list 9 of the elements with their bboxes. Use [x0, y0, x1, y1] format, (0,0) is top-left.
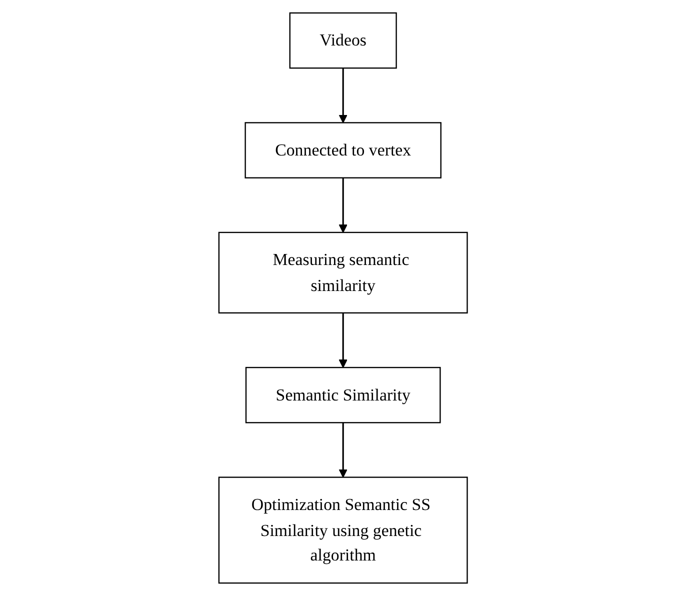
node-box: Optimization Semantic SS Similarity using genetic algorithm	[218, 476, 468, 584]
node-box: Measuring semantic similarity	[218, 232, 468, 314]
node-box: Semantic Similarity	[245, 366, 441, 424]
node-box: Videos	[289, 12, 397, 69]
arrow	[338, 178, 348, 233]
arrow	[338, 422, 348, 478]
node-box: Connected to vertex	[244, 122, 442, 178]
arrow	[338, 68, 348, 124]
arrow	[338, 312, 348, 368]
